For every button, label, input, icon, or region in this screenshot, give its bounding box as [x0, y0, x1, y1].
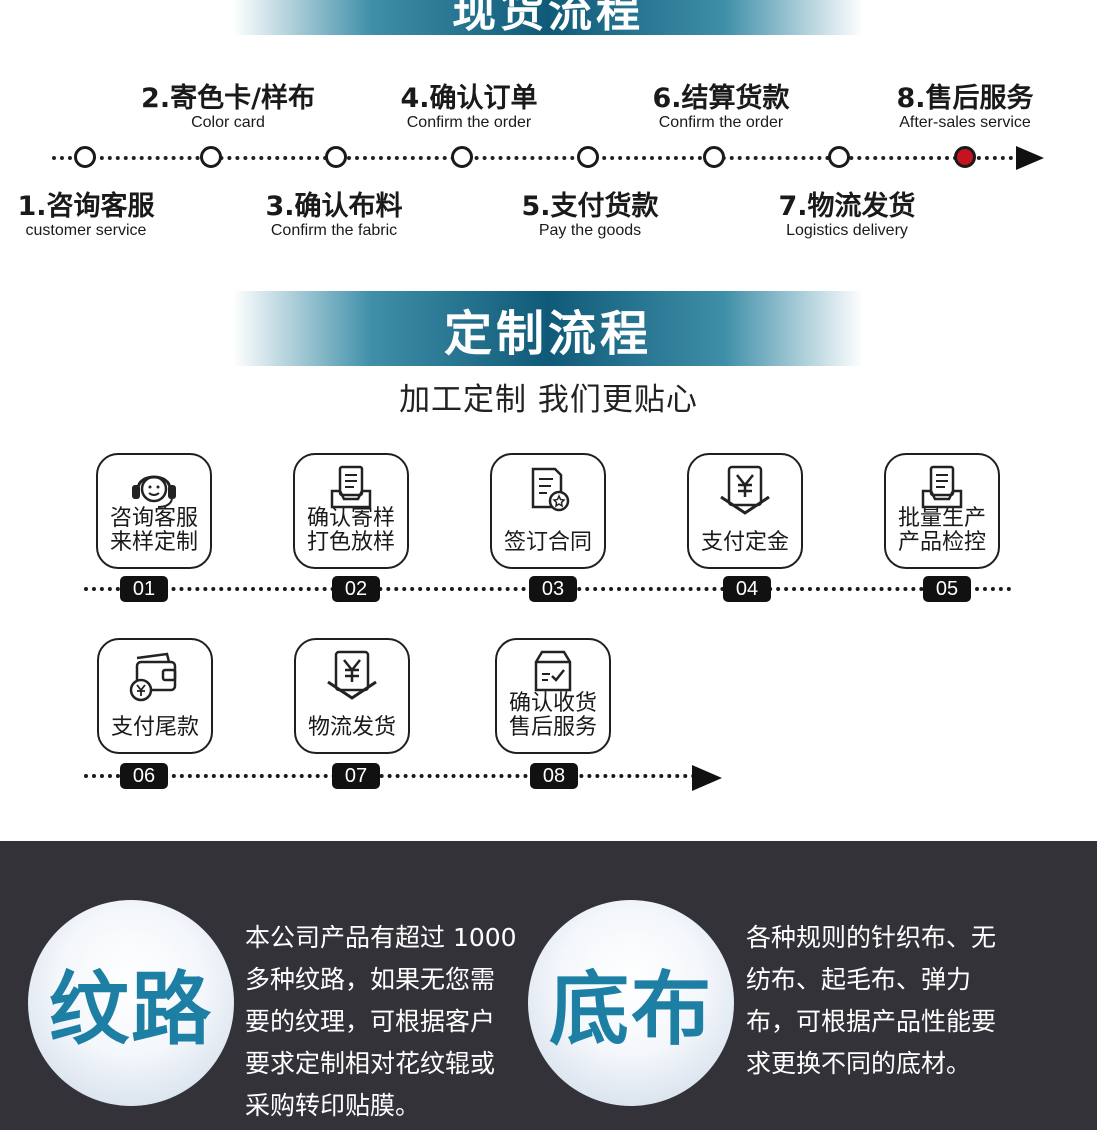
wallet-icon: [129, 652, 177, 702]
spot-step-4: 4.确认订单 Confirm the order: [384, 85, 554, 131]
timeline-dot: [74, 146, 96, 168]
step-label: 批量生产 产品检控: [897, 506, 986, 555]
spot-flow-title: 现货流程: [452, 0, 644, 37]
document-tray-icon: [921, 465, 963, 509]
step-number-badge: 06: [120, 763, 168, 789]
custom-step-card-3: 签订合同: [490, 453, 606, 569]
custom-step-card-8: 确认收货 售后服务: [495, 638, 611, 754]
custom-flow-subtitle: 加工定制 我们更贴心: [399, 382, 698, 418]
custom-step-card-4: 支付定金: [687, 453, 803, 569]
spot-step-7: 7.物流发货 Logistics delivery: [762, 193, 932, 239]
spot-step-5: 5.支付货款 Pay the goods: [510, 193, 670, 239]
spot-step-1: 1.咨询客服 customer service: [8, 193, 164, 239]
headset-icon: [132, 475, 176, 508]
base-fabric-circle: 底布: [528, 900, 734, 1106]
step-title: 1.咨询客服: [17, 191, 155, 222]
step-subtitle: Confirm the order: [658, 114, 784, 131]
yen-shield-icon: [327, 650, 377, 700]
spot-flow-banner: 现货流程: [233, 0, 863, 37]
feature-text: 各种规则的针织布、无 纺布、起毛布、弹力 布，可根据产品性能要 求更换不同的底材…: [746, 923, 997, 1078]
step-label: 确认收货 售后服务: [508, 691, 597, 740]
step-subtitle: customer service: [25, 222, 147, 239]
step-number-badge: 01: [120, 576, 168, 602]
step-title: 6.结算货款: [652, 83, 790, 114]
custom-flow-line-2: [84, 774, 696, 778]
timeline-dot: [200, 146, 222, 168]
step-label: 物流发货: [307, 715, 396, 740]
step-label: 支付定金: [700, 530, 789, 555]
spot-step-8: 8.售后服务 After-sales service: [880, 85, 1050, 131]
step-subtitle: Color card: [191, 114, 265, 131]
step-subtitle: After-sales service: [899, 114, 1031, 131]
timeline-arrow-icon: [1016, 146, 1044, 170]
flow-arrow-icon: [692, 765, 722, 791]
yen-shield-icon: [720, 465, 770, 515]
step-number-badge: 05: [923, 576, 971, 602]
step-label: 支付尾款: [110, 715, 199, 740]
step-subtitle: Logistics delivery: [786, 222, 908, 239]
timeline-dot: [577, 146, 599, 168]
spot-step-3: 3.确认布料 Confirm the fabric: [254, 193, 414, 239]
custom-step-card-7: 物流发货: [294, 638, 410, 754]
feature-text: 本公司产品有超过 1000 多种纹路，如果无您需 要的纹理，可根据客户 要求定制…: [245, 923, 517, 1120]
step-title: 2.寄色卡/样布: [141, 83, 315, 114]
spot-step-6: 6.结算货款 Confirm the order: [636, 85, 806, 131]
custom-flow-title: 定制流程: [443, 305, 652, 362]
step-number-badge: 08: [530, 763, 578, 789]
step-number-badge: 02: [332, 576, 380, 602]
step-title: 5.支付货款: [521, 191, 659, 222]
step-title: 8.售后服务: [896, 83, 1034, 114]
custom-flow-banner: 定制流程: [233, 291, 863, 366]
timeline-dot: [451, 146, 473, 168]
step-title: 3.确认布料: [265, 191, 403, 222]
timeline-dot: [703, 146, 725, 168]
custom-step-card-1: 咨询客服 来样定制: [96, 453, 212, 569]
step-label: 确认寄样 打色放样: [306, 506, 395, 555]
feature-title: 底布: [549, 963, 713, 1056]
step-subtitle: Pay the goods: [538, 222, 642, 239]
timeline-dot: [828, 146, 850, 168]
spot-flow-timeline: [52, 156, 1022, 160]
step-title: 4.确认订单: [400, 83, 538, 114]
texture-circle: 纹路: [28, 900, 234, 1106]
step-subtitle: Confirm the fabric: [270, 222, 398, 239]
step-subtitle: Confirm the order: [406, 114, 532, 131]
spot-step-2: 2.寄色卡/样布 Color card: [128, 85, 328, 131]
step-label: 咨询客服 来样定制: [109, 506, 198, 555]
custom-step-card-2: 确认寄样 打色放样: [293, 453, 409, 569]
feature-title: 纹路: [49, 963, 213, 1056]
custom-step-card-6: 支付尾款: [97, 638, 213, 754]
timeline-dot-active: [954, 146, 976, 168]
step-number-badge: 07: [332, 763, 380, 789]
custom-step-card-5: 批量生产 产品检控: [884, 453, 1000, 569]
step-number-badge: 03: [529, 576, 577, 602]
contract-icon: [531, 467, 570, 512]
document-tray-icon: [330, 465, 372, 509]
step-number-badge: 04: [723, 576, 771, 602]
timeline-dot: [325, 146, 347, 168]
step-label: 签订合同: [503, 530, 592, 555]
box-check-icon: [534, 650, 572, 692]
step-title: 7.物流发货: [778, 191, 916, 222]
